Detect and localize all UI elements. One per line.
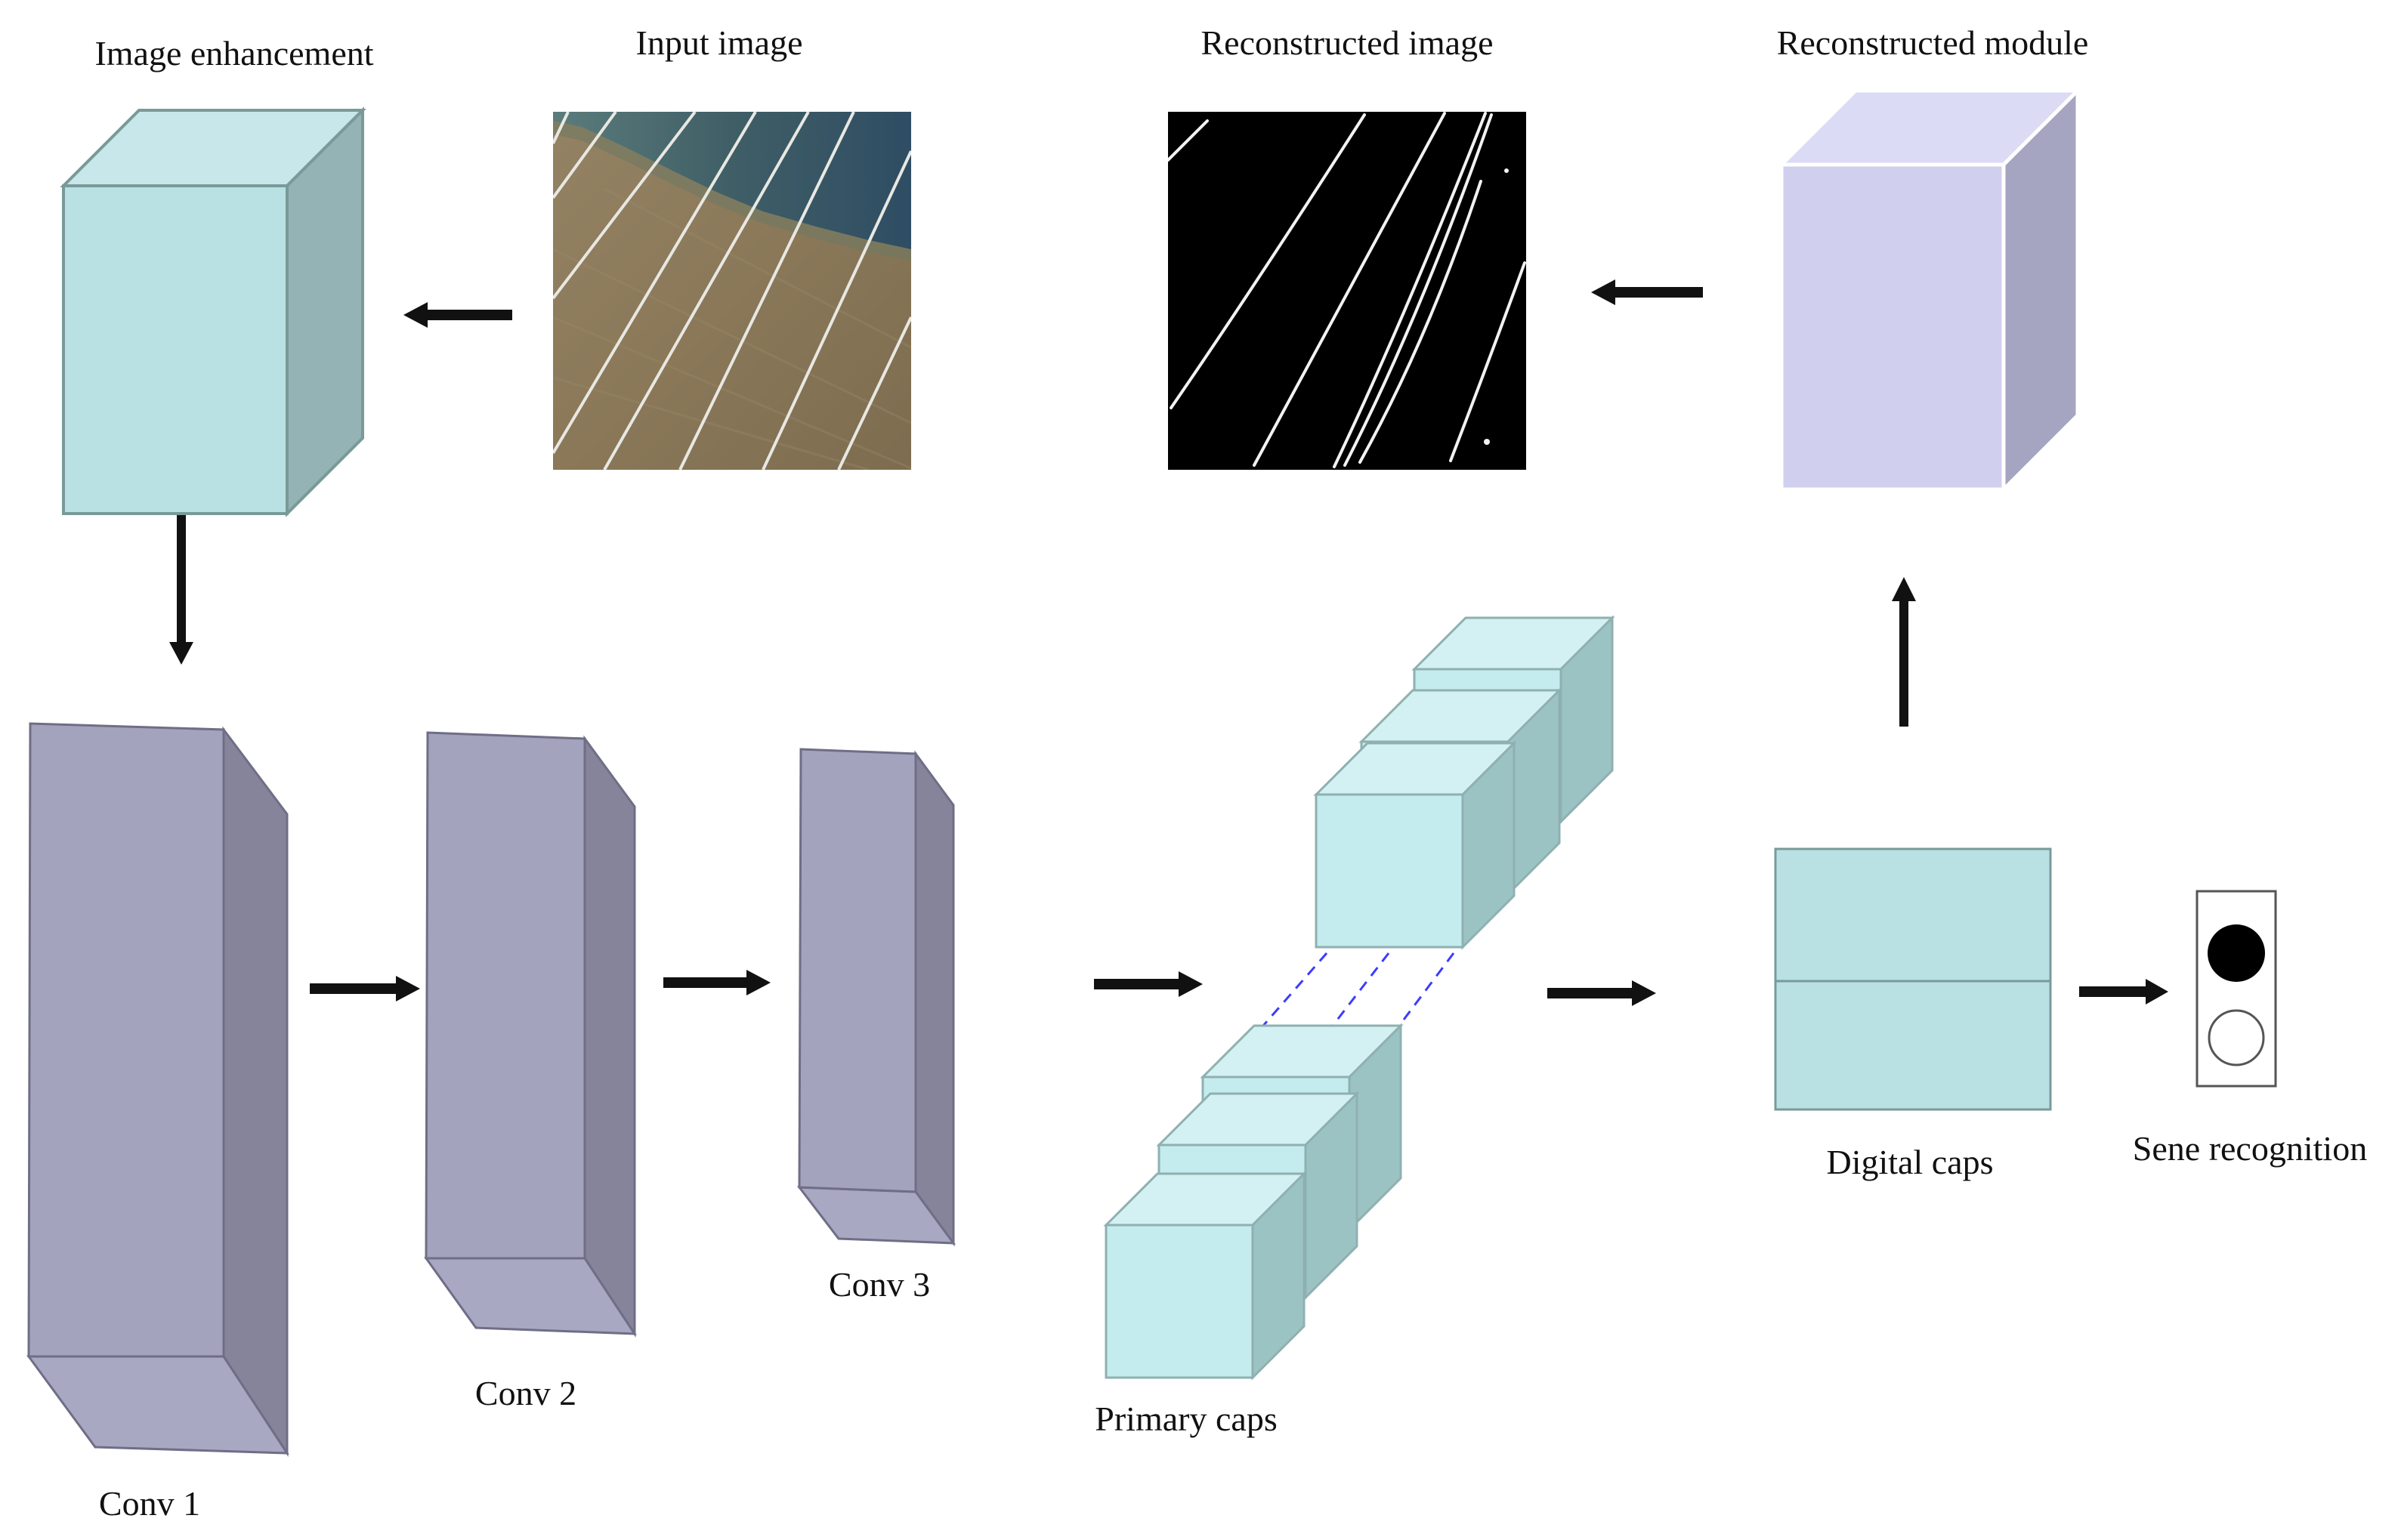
primary-caps-cube [1103, 1171, 1307, 1381]
conv2-block [424, 731, 637, 1338]
primary-caps-connectors [1262, 952, 1455, 1026]
arrow-right-icon [310, 976, 420, 1001]
primary-caps-cube [1313, 740, 1517, 950]
scene-recognition-indicator [2196, 890, 2277, 1088]
scene-recognition-label: Sene recognition [2133, 1129, 2367, 1168]
image-enhancement-block [60, 106, 366, 517]
primary-caps-lower-stack [1103, 1023, 1404, 1381]
arrow-down-icon [169, 515, 193, 665]
reconstructed-image [1168, 112, 1526, 470]
conv1-block [26, 722, 289, 1458]
conv1-front-face [27, 722, 225, 1358]
digital-caps-block [1774, 847, 2052, 1111]
reconstructed-module-front-face [1779, 162, 2006, 492]
arrow-left-icon [403, 302, 512, 328]
image-enhancement-front-face [62, 184, 289, 515]
arrow-right-icon [663, 970, 771, 995]
reconstructed-module-block [1776, 85, 2083, 495]
arrow-right-icon [2079, 979, 2168, 1005]
conv3-front-face [798, 748, 917, 1193]
arrow-right-icon [1094, 971, 1203, 997]
primary-caps-upper-stack [1313, 615, 1615, 950]
input-image [553, 112, 911, 470]
primary-caps-label: Primary caps [1095, 1400, 1277, 1438]
arrow-left-icon [1591, 279, 1703, 305]
filled-circle-icon [2208, 924, 2265, 982]
image-enhancement-label: Image enhancement [94, 34, 373, 73]
input-image-label: Input image [636, 23, 803, 62]
conv2-side-face [583, 735, 636, 1338]
arrow-up-icon [1892, 577, 1916, 727]
conv2-label: Conv 2 [475, 1374, 576, 1412]
conv3-block [796, 748, 956, 1247]
arrow-right-icon [1547, 980, 1656, 1006]
conv3-side-face [914, 750, 955, 1247]
digital-caps-lower-cell [1774, 980, 2052, 1111]
reconstructed-image-label: Reconstructed image [1200, 23, 1493, 62]
conv3-label: Conv 3 [829, 1265, 930, 1304]
conv2-front-face [425, 731, 586, 1260]
flow-arrows [169, 279, 2168, 1006]
reconstructed-module-label: Reconstructed module [1777, 23, 2089, 62]
conv1-label: Conv 1 [99, 1484, 200, 1523]
digital-caps-label: Digital caps [1827, 1143, 1994, 1181]
conv1-side-face [222, 726, 289, 1458]
digital-caps-upper-cell [1774, 847, 2052, 983]
empty-circle-icon [2208, 1009, 2265, 1066]
